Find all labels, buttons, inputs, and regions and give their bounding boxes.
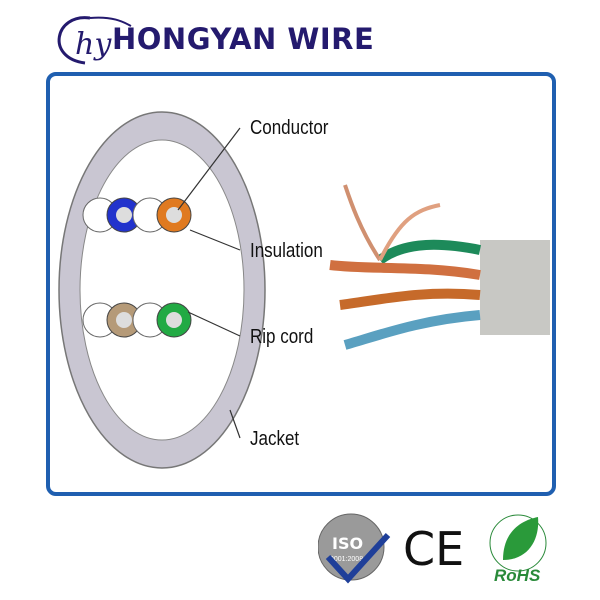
brand-name: HONGYAN WIRE [112,22,375,56]
ce-mark: CE [403,522,464,576]
svg-text:ISO: ISO [332,534,363,553]
cable-photo [329,184,550,350]
iso-badge-icon: ISO 9001:2008 [318,513,391,584]
label-jacket: Jacket [250,428,300,450]
rohs-badge-icon: RoHS [489,514,547,585]
svg-text:9001:2008: 9001:2008 [330,556,363,563]
label-rip-cord: Rip cord [250,326,314,348]
label-insulation: Insulation [250,240,323,262]
hy-logo-icon: hy [57,16,132,65]
wire-pairs [82,197,192,338]
certification-badges: ISO 9001:2008 CE RoHS [318,513,547,585]
label-conductor: Conductor [250,117,329,139]
svg-text:hy: hy [75,27,112,62]
svg-text:RoHS: RoHS [494,566,541,585]
